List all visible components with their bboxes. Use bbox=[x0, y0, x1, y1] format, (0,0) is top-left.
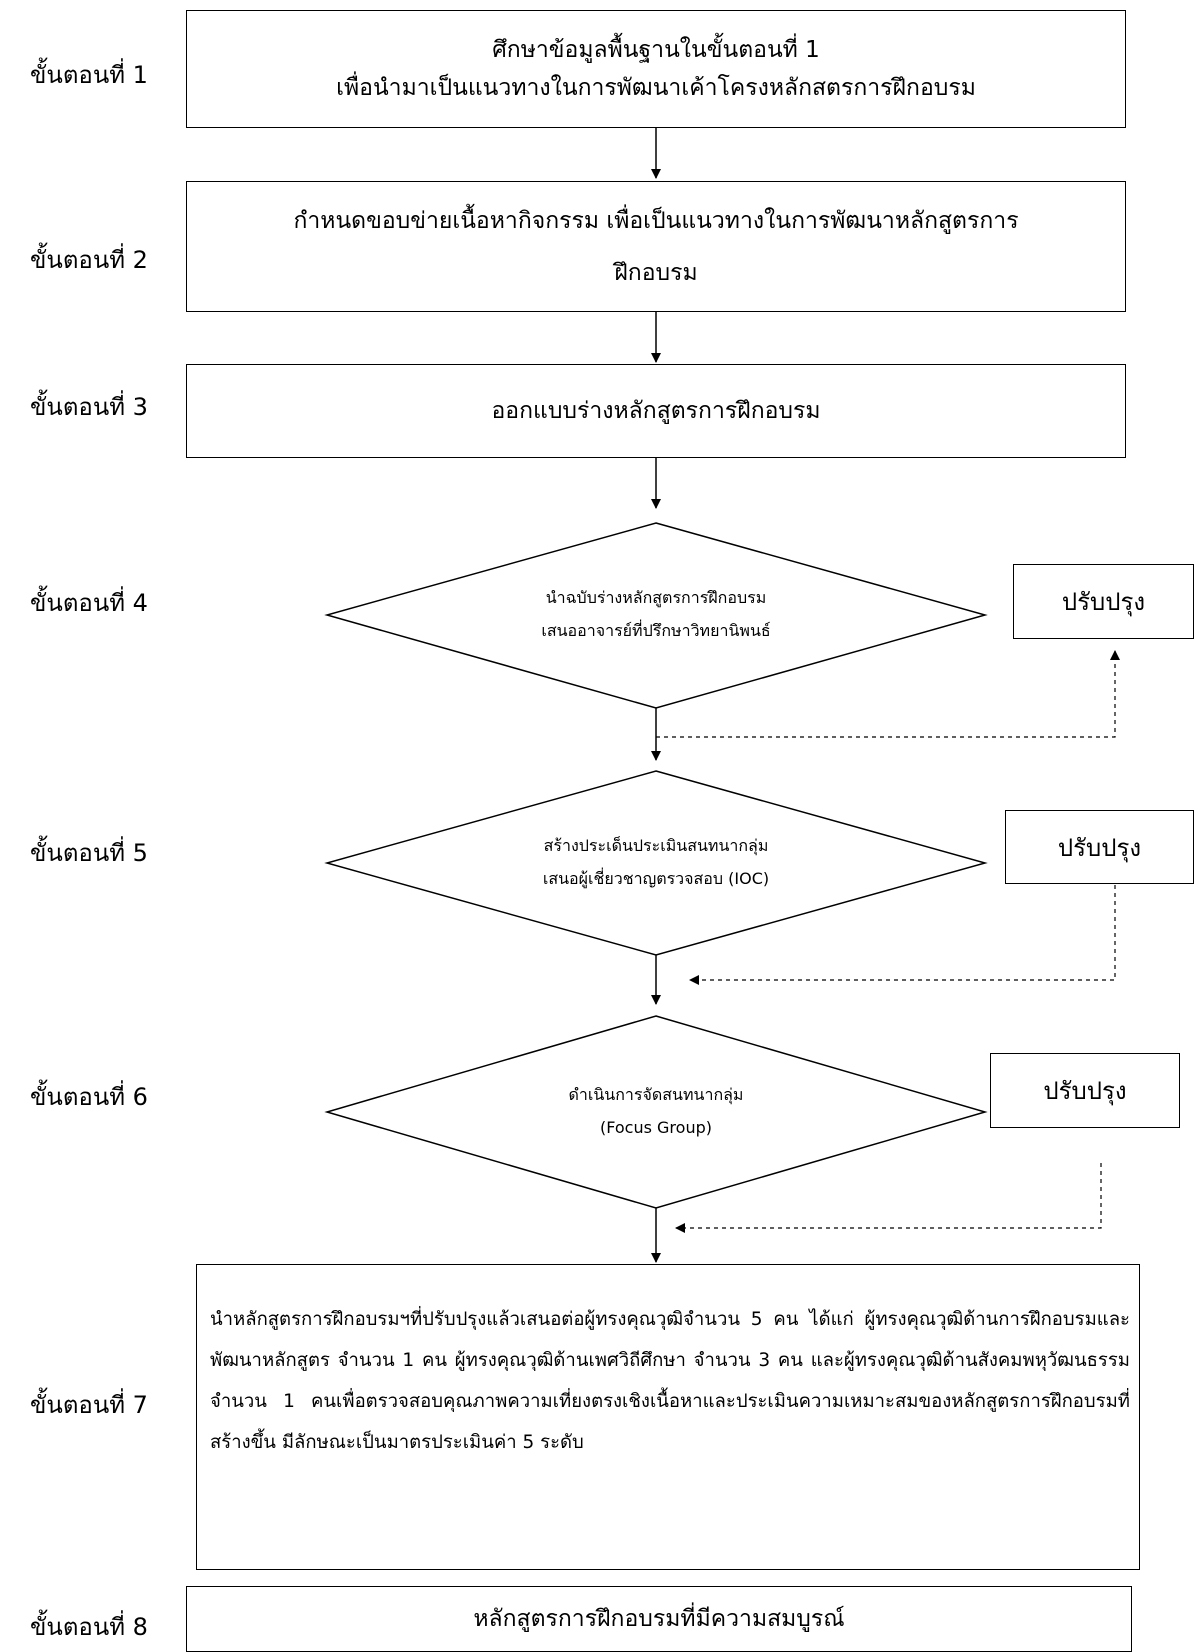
step-label-3: ขั้นตอนที่ 3 bbox=[30, 393, 148, 421]
step-1-line-1: ศึกษาข้อมูลพื้นฐานในขั้นตอนที่ 1 bbox=[492, 37, 820, 63]
feedback-loop-5 bbox=[689, 885, 1116, 985]
step-7-paragraph: นำหลักสูตรการฝึกอบรมฯที่ปรับปรุงแล้วเสนอ… bbox=[210, 1309, 1130, 1453]
revise-box-5: ปรับปรุง bbox=[1005, 810, 1194, 884]
step-3-line-1: ออกแบบร่างหลักสูตรการฝึกอบรม bbox=[491, 398, 821, 424]
feedback-loop-6 bbox=[675, 1163, 1102, 1233]
step-2-line-1: กำหนดขอบข่ายเนื้อหากิจกรรม เพื่อเป็นแนวท… bbox=[293, 207, 1019, 234]
step-2-line-2: ฝึกอบรม bbox=[614, 259, 698, 286]
step-box-8: หลักสูตรการฝึกอบรมที่มีความสมบูรณ์ bbox=[186, 1586, 1132, 1652]
feedback-loop-4 bbox=[656, 650, 1120, 738]
decision-text-4: นำฉบับร่างหลักสูตรการฝึกอบรม เสนออาจารย์… bbox=[406, 581, 906, 647]
decision-diamond-5 bbox=[324, 770, 988, 956]
step-label-6: ขั้นตอนที่ 6 bbox=[30, 1083, 148, 1111]
step-6-line-2: (Focus Group) bbox=[600, 1118, 712, 1137]
step-label-2: ขั้นตอนที่ 2 bbox=[30, 246, 148, 274]
decision-text-6: ดำเนินการจัดสนทนากลุ่ม (Focus Group) bbox=[406, 1078, 906, 1144]
step-5-line-2: เสนอผู้เชี่ยวชาญตรวจสอบ (IOC) bbox=[542, 869, 770, 888]
decision-diamond-6 bbox=[324, 1015, 988, 1209]
step-box-1: ศึกษาข้อมูลพื้นฐานในขั้นตอนที่ 1 เพื่อนำ… bbox=[186, 10, 1126, 128]
step-label-8: ขั้นตอนที่ 8 bbox=[30, 1613, 148, 1641]
revise-box-4: ปรับปรุง bbox=[1013, 564, 1194, 639]
step-label-1: ขั้นตอนที่ 1 bbox=[30, 61, 148, 89]
revise-box-6: ปรับปรุง bbox=[990, 1053, 1180, 1128]
step-1-line-2: เพื่อนำมาเป็นแนวทางในการพัฒนาเค้าโครงหลั… bbox=[336, 75, 976, 101]
step-4-line-1: นำฉบับร่างหลักสูตรการฝึกอบรม bbox=[545, 588, 767, 607]
step-label-5: ขั้นตอนที่ 5 bbox=[30, 839, 148, 867]
step-4-line-2: เสนออาจารย์ที่ปรึกษาวิทยานิพนธ์ bbox=[541, 621, 771, 640]
decision-text-5: สร้างประเด็นประเมินสนทนากลุ่ม เสนอผู้เชี… bbox=[406, 829, 906, 895]
step-label-7: ขั้นตอนที่ 7 bbox=[30, 1391, 148, 1419]
step-8-line-1: หลักสูตรการฝึกอบรมที่มีความสมบูรณ์ bbox=[473, 1606, 845, 1632]
decision-diamond-4 bbox=[324, 522, 988, 709]
step-label-4: ขั้นตอนที่ 4 bbox=[30, 589, 148, 617]
step-box-2: กำหนดขอบข่ายเนื้อหากิจกรรม เพื่อเป็นแนวท… bbox=[186, 181, 1126, 312]
step-box-3: ออกแบบร่างหลักสูตรการฝึกอบรม bbox=[186, 364, 1126, 458]
step-5-line-1: สร้างประเด็นประเมินสนทนากลุ่ม bbox=[543, 836, 769, 855]
step-box-7 bbox=[196, 1264, 1140, 1570]
step-6-line-1: ดำเนินการจัดสนทนากลุ่ม bbox=[568, 1085, 744, 1104]
